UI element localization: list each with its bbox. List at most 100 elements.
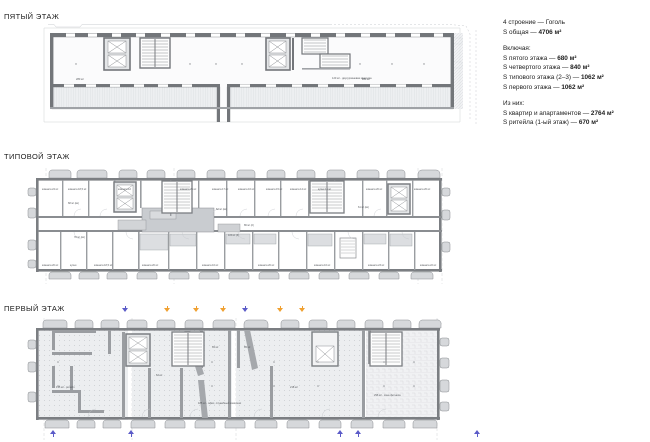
elevator-core-typical-right	[387, 183, 411, 215]
entrance-marker-orange	[164, 308, 170, 312]
staircase-typical-left	[161, 180, 193, 214]
spec-ofthem-item: S квартир и апартаментов — 2764 м²	[503, 109, 645, 119]
svg-text:комната 18,5 м²: комната 18,5 м²	[94, 264, 112, 267]
svg-text:кухня: кухня	[70, 264, 77, 267]
svg-text:62 м² (кв): 62 м² (кв)	[216, 208, 227, 211]
spec-item-value: 2764 м²	[590, 109, 614, 117]
svg-text:комната 20 м²: комната 20 м²	[142, 264, 158, 267]
spec-including-item: S четвертого этажа — 840 м²	[503, 63, 645, 73]
svg-text:65 м²: 65 м²	[212, 345, 218, 349]
section-title-fifth: ПЯТЫЙ ЭТАЖ	[4, 12, 60, 21]
plan-first-floor: 135 м² - ритейл 62 м² 185 м² - офис, слу…	[22, 318, 502, 440]
entrance-marker-stem	[52, 434, 54, 437]
svg-text:комната 26 м²: комната 26 м²	[414, 188, 430, 191]
plan-typical-floor: комната 24 м² комната 18,5 м² комната 12…	[22, 168, 497, 284]
elevator-core-first-left	[125, 333, 151, 367]
svg-text:296 м² - зона фитнеса: 296 м² - зона фитнеса	[374, 393, 401, 397]
elevator-core-left	[103, 37, 131, 71]
entrance-marker-stem	[166, 306, 168, 309]
svg-text:комната 15 м²: комната 15 м²	[266, 188, 282, 191]
spec-spacer	[503, 37, 645, 44]
entrance-marker-purple	[122, 308, 128, 312]
entrance-marker-purple	[50, 430, 56, 434]
svg-text:61 м² (кв): 61 м² (кв)	[358, 206, 369, 209]
entrance-marker-stem	[195, 306, 197, 309]
svg-text:68 м² (кв): 68 м² (кв)	[68, 202, 79, 205]
entrance-marker-orange	[299, 308, 305, 312]
spec-ofthem-header: Из них:	[503, 100, 525, 108]
staircase-first-left	[171, 331, 205, 367]
elevator-core-typical-left	[113, 181, 137, 213]
spec-total-prefix: S общая —	[503, 28, 539, 36]
spec-total-line: S общая — 4706 м²	[503, 28, 645, 38]
svg-text:комната 20 м²: комната 20 м²	[42, 264, 58, 267]
svg-text:комната 16 м²: комната 16 м²	[314, 264, 330, 267]
staircase-left	[139, 37, 171, 69]
svg-text:комната 20 м²: комната 20 м²	[366, 188, 382, 191]
elevator-core-right	[265, 37, 291, 71]
staircase-right	[292, 37, 351, 70]
spec-including-item: S первого этажа — 1062 м²	[503, 83, 645, 93]
spec-spacer	[503, 92, 645, 99]
entrance-marker-purple	[355, 430, 361, 434]
svg-text:комната 20 м²: комната 20 м²	[258, 264, 274, 267]
spec-building-line: 4 строение — Гоголь	[503, 19, 565, 26]
entrance-marker-orange	[277, 308, 283, 312]
entrance-marker-stem	[222, 306, 224, 309]
entrance-marker-purple	[128, 430, 134, 434]
entrance-marker-stem	[124, 306, 126, 309]
entrance-marker-purple	[474, 430, 480, 434]
entrance-marker-stem	[476, 434, 478, 437]
entrance-marker-stem	[357, 434, 359, 437]
entrance-marker-stem	[130, 434, 132, 437]
entrance-marker-orange	[193, 308, 199, 312]
spec-item-value: 670 м²	[578, 119, 599, 127]
elevator-core-first-right	[311, 331, 339, 367]
svg-text:135 м² - ритейл: 135 м² - ритейл	[56, 385, 75, 389]
entrance-marker-stem	[301, 306, 303, 309]
svg-text:комната 18,5 м²: комната 18,5 м²	[68, 188, 86, 191]
svg-text:комната 12: комната 12	[118, 188, 132, 191]
entrance-marker-stem	[244, 306, 246, 309]
spec-item-prefix: S четвертого этажа —	[503, 64, 571, 72]
entrance-marker-orange	[220, 308, 226, 312]
spec-including-header: Включая:	[503, 45, 531, 53]
svg-text:62 м²: 62 м²	[156, 373, 162, 377]
section-title-typical: ТИПОВОЙ ЭТАЖ	[4, 152, 70, 161]
staircase-first-right	[369, 331, 403, 367]
spec-total-value: 4706 м²	[538, 28, 562, 36]
spec-item-value: 1062 м²	[561, 83, 585, 91]
svg-text:280 м²: 280 м²	[76, 77, 84, 81]
svg-text:86 м² (2): 86 м² (2)	[244, 224, 254, 227]
spec-including-item: S пятого этажа — 680 м²	[503, 54, 645, 64]
svg-text:кухня 14 м²: кухня 14 м²	[318, 188, 331, 191]
specification-block: 4 строение — Гоголь S общая — 4706 м² Вк…	[503, 18, 645, 128]
svg-text:комната 24 м²: комната 24 м²	[42, 188, 58, 191]
svg-text:комната 16 м²: комната 16 м²	[238, 188, 254, 191]
entrance-marker-stem	[339, 434, 341, 437]
spec-item-prefix: S первого этажа —	[503, 83, 562, 91]
svg-text:комната 23 м²: комната 23 м²	[368, 264, 384, 267]
svg-text:78 м² (кв): 78 м² (кв)	[74, 236, 85, 239]
spec-item-value: 840 м²	[570, 64, 590, 72]
svg-text:185 м² - офис, служебный компл: 185 м² - офис, служебный комплекс	[198, 401, 242, 405]
spec-ofthem-item: S ритейла (1-ый этаж) — 670 м²	[503, 118, 645, 128]
svg-text:115 м² (3): 115 м² (3)	[228, 234, 239, 237]
spec-item-prefix: S квартир и апартаментов —	[503, 109, 591, 117]
svg-text:комната 22 м²: комната 22 м²	[420, 264, 436, 267]
svg-text:280 м²: 280 м²	[362, 77, 370, 81]
svg-text:комната 14 м²: комната 14 м²	[290, 188, 306, 191]
entrance-marker-purple	[337, 430, 343, 434]
entrance-marker-purple	[242, 308, 248, 312]
plan-fifth-floor: 280 м² 280 м² 120 м² - двухуровневая ква…	[30, 24, 490, 142]
svg-text:120 м² - двухуровневая квартир: 120 м² - двухуровневая квартира	[332, 76, 372, 80]
section-title-first: ПЕРВЫЙ ЭТАЖ	[4, 304, 65, 313]
spec-item-value: 680 м²	[557, 54, 577, 62]
spec-item-value: 1062 м²	[580, 73, 604, 81]
spec-item-prefix: S пятого этажа —	[503, 54, 558, 62]
spec-item-prefix: S типового этажа (2–3) —	[503, 73, 581, 81]
entrance-marker-stem	[279, 306, 281, 309]
staircase-typical-right	[309, 180, 345, 214]
spec-item-prefix: S ритейла (1-ый этаж) —	[503, 119, 579, 127]
